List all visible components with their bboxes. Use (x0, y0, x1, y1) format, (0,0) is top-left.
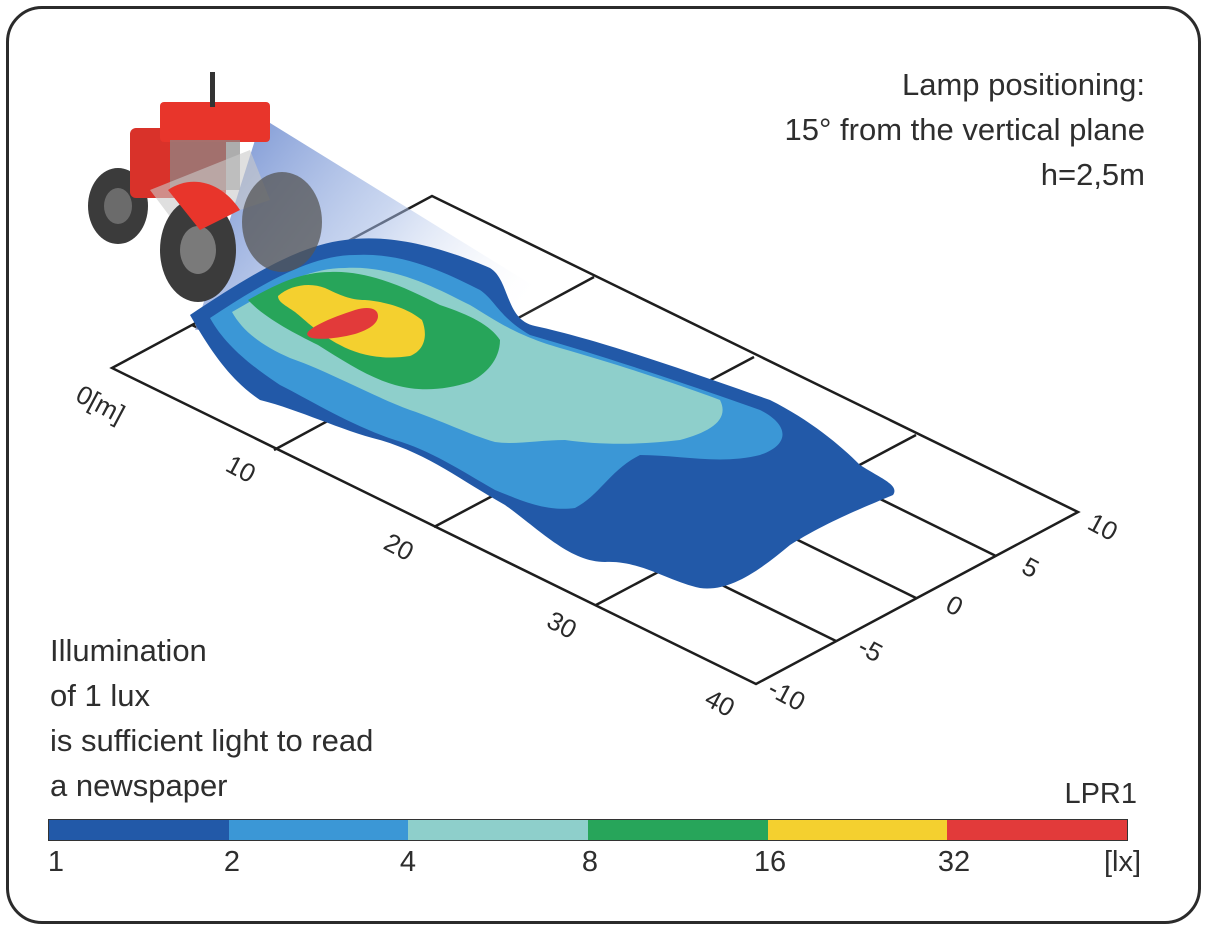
tractor-front-hub (180, 226, 216, 274)
distance-label-30: 30 (542, 605, 582, 645)
contour-32lx (307, 308, 378, 339)
tractor-exhaust (210, 72, 215, 107)
lateral-label-minus5: -5 (853, 631, 888, 668)
note-line-2: of 1 lux (50, 678, 150, 713)
legend-segment-16-32 (767, 820, 948, 840)
isolux-contours (190, 238, 895, 589)
legend-tick-4: 4 (399, 846, 417, 878)
distance-label-40: 40 (700, 683, 740, 723)
tractor-illustration (88, 72, 322, 302)
lateral-label-5: 5 (1017, 551, 1044, 584)
legend-segment-1-2 (49, 820, 229, 840)
legend-segment-4-8 (408, 820, 589, 840)
note-line-1: Illumination (50, 633, 207, 668)
illumination-note: Illumination of 1 lux is sufficient ligh… (50, 628, 373, 808)
color-legend-bar (48, 819, 1128, 841)
distance-label-10: 10 (221, 449, 261, 489)
legend-tick-labels: 1 2 4 8 16 32 (0, 846, 1209, 886)
lateral-label-minus10: -10 (763, 673, 810, 717)
tractor-fender (168, 181, 240, 230)
legend-tick-16: 16 (753, 846, 787, 878)
lateral-label-0: 0 (941, 589, 968, 622)
tractor-rear-right-tire (242, 172, 322, 272)
legend-segment-2-4 (228, 820, 409, 840)
legend-segment-32-plus (947, 820, 1128, 840)
tractor-roof (160, 102, 270, 142)
legend-unit: [lx] (1103, 846, 1141, 878)
lamp-angle: 15° from the vertical plane (784, 112, 1145, 147)
legend-tick-2: 2 (223, 846, 241, 878)
legend-tick-8: 8 (581, 846, 599, 878)
lateral-label-10: 10 (1083, 507, 1123, 547)
legend-tick-1: 1 (47, 846, 65, 878)
note-line-4: a newspaper (50, 768, 228, 803)
lamp-positioning-info: Lamp positioning: 15° from the vertical … (785, 62, 1145, 197)
tractor-rear-left-hub (104, 188, 132, 224)
lamp-positioning-title: Lamp positioning: (902, 67, 1145, 102)
lamp-height: h=2,5m (1040, 157, 1145, 192)
distance-label-0: 0[m] (71, 379, 130, 429)
product-label: LPR1 (1064, 778, 1137, 810)
legend-segment-8-16 (588, 820, 768, 840)
lateral-axis-labels: -10 -5 0 5 10 (763, 507, 1123, 717)
legend-tick-32: 32 (937, 846, 971, 878)
distance-label-20: 20 (379, 527, 419, 567)
note-line-3: is sufficient light to read (50, 723, 374, 758)
